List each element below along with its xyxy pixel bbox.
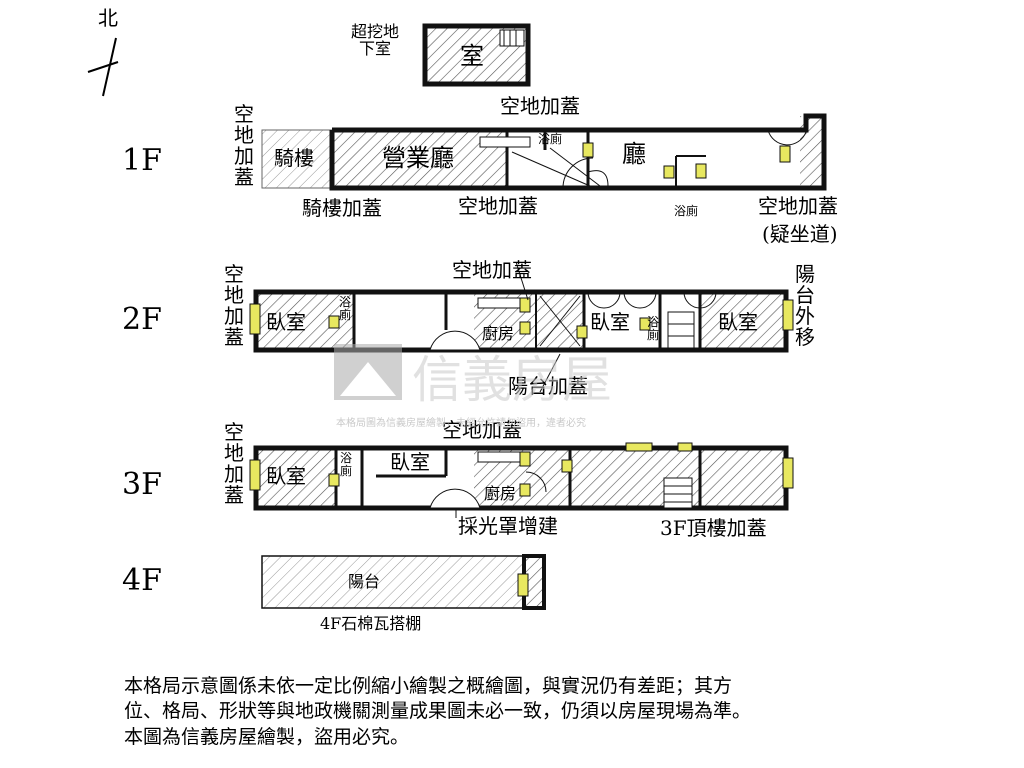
- f2-bath-left-label: 浴廁: [338, 295, 351, 322]
- f3-left-addition-label: 空地加蓋: [224, 420, 244, 507]
- stairs-leader-line: [515, 261, 561, 393]
- f4-shed-label: 4F石棉瓦搭棚: [320, 614, 422, 633]
- f2-right-balcony-label: 陽台外移: [795, 262, 815, 349]
- f2-bedroom-mid-label: 臥室: [590, 310, 630, 334]
- f1-bath-top-label: 浴廁: [538, 132, 563, 146]
- watermark-logo-icon: [334, 344, 402, 400]
- watermark-note: 本格局圖為信義房屋繪製，未經允許請勿盜用，違者必究: [336, 418, 586, 429]
- north-arrow-icon: [87, 37, 119, 97]
- disclaimer-notes: 本格局示意圖係未依一定比例縮小繪製之概繪圖，與實況仍有差距；其方 位、格局、形狀…: [124, 674, 751, 750]
- f1-arcade-label: 騎樓: [274, 146, 314, 170]
- basement-plan: [422, 23, 531, 87]
- floor-title-4f: 4F: [122, 563, 162, 598]
- watermark-brand: 信義房屋: [412, 351, 612, 409]
- f4-balcony-label: 陽台: [348, 572, 381, 591]
- f3-bedroom-mid-label: 臥室: [390, 450, 430, 474]
- f3-rooftop-label: 3F頂樓加蓋: [660, 516, 767, 540]
- f2-bottom-balcony-label: 陽台加蓋: [508, 374, 588, 398]
- north-label: 北: [98, 6, 118, 30]
- f1-top-addition-label: 空地加蓋: [500, 94, 580, 118]
- f1-bath-bottom-label: 浴廁: [674, 204, 699, 218]
- f3-skylight-label: 採光罩增建: [458, 514, 558, 538]
- f1-right-addition-label: 空地加蓋: [758, 194, 838, 218]
- f2-kitchen-label: 廚房: [482, 324, 515, 343]
- floor-4f-plan: [261, 554, 546, 610]
- f3-bath-label: 浴廁: [339, 451, 352, 478]
- floor-title-2f: 2F: [122, 302, 162, 337]
- f1-business-hall-label: 營業廳: [382, 144, 454, 172]
- floor-title-3f: 3F: [122, 467, 162, 502]
- note-line: 本圖為信義房屋繪製，盜用必究。: [124, 725, 410, 748]
- f2-bedroom-left-label: 臥室: [266, 310, 306, 334]
- f2-bedroom-right-label: 臥室: [718, 310, 758, 334]
- floor-1f-plan: [261, 113, 827, 191]
- f2-left-addition-label: 空地加蓋: [224, 262, 244, 349]
- f2-bath-mid-label: 浴廁: [646, 315, 659, 342]
- note-line: 本格局示意圖係未依一定比例縮小繪製之概繪圖，與實況仍有差距；其方: [124, 675, 733, 697]
- f3-bedroom-left-label: 臥室: [266, 464, 306, 488]
- note-line: 位、格局、形狀等與地政機關測量成果圖未必一致，仍須以房屋現場為準。: [124, 700, 752, 723]
- f1-hall-label: 廳: [622, 140, 646, 168]
- f1-right-addition-note: (疑坐道): [762, 222, 838, 246]
- basement-room-label: 室: [460, 42, 484, 70]
- floor-title-1f: 1F: [122, 143, 162, 178]
- f1-left-addition-label: 空地加蓋: [234, 102, 254, 189]
- basement-label: 超挖地下室: [350, 22, 399, 58]
- f2-top-addition-label: 空地加蓋: [452, 258, 532, 282]
- f1-bottom-addition-label: 空地加蓋: [458, 194, 538, 218]
- floor-2f-plan: [249, 289, 794, 353]
- f3-kitchen-label: 廚房: [484, 484, 517, 503]
- f1-arcade-addition-label: 騎樓加蓋: [302, 196, 382, 220]
- floor-3f-plan: [249, 442, 794, 518]
- f3-top-addition-label: 空地加蓋: [442, 418, 522, 442]
